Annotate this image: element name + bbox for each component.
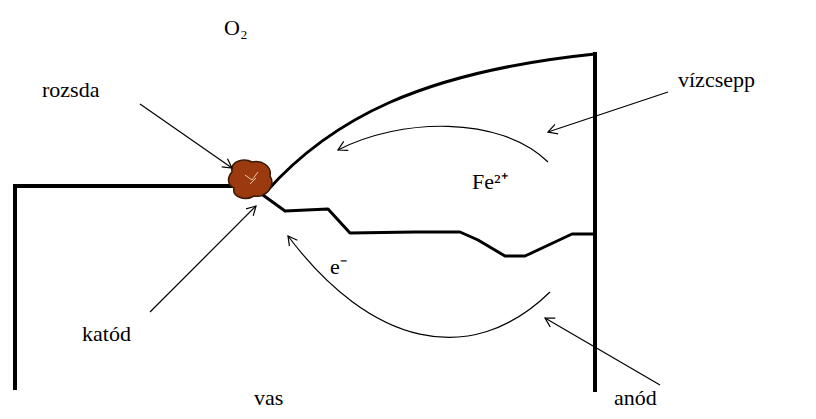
rust-texture <box>245 172 258 184</box>
leader-line <box>150 206 256 312</box>
leader-line <box>545 318 660 385</box>
part-label: vízcsepp <box>676 68 757 92</box>
leader-line <box>548 92 668 132</box>
ion-label: Fe²⁺ <box>470 170 510 194</box>
electrode-label: katód <box>80 322 133 346</box>
iron-wall <box>593 52 597 392</box>
ion-flow-arrow <box>338 126 548 162</box>
iron-surface <box>256 190 595 256</box>
part-label: rozsda <box>40 78 101 102</box>
gas-label: O₂ <box>222 16 250 40</box>
electron-label: e⁻ <box>328 255 349 279</box>
electron-flow-arrow <box>288 236 550 337</box>
rust-blob <box>229 160 272 198</box>
part-label: vas <box>252 386 285 410</box>
electrode-label: anód <box>612 386 659 410</box>
iron-outline <box>15 186 240 390</box>
leader-line <box>140 104 232 168</box>
droplet-outline <box>266 54 595 192</box>
